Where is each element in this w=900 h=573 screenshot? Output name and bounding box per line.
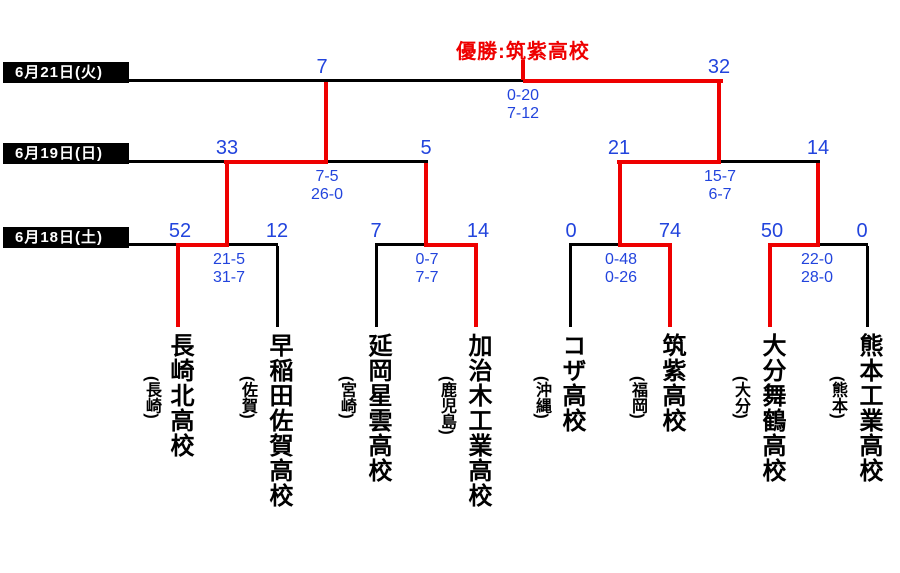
final-line-left-black — [129, 79, 523, 82]
qf1-riser — [225, 160, 229, 247]
qf1-detail: 21-5 31-7 — [213, 251, 245, 287]
sf2-detail: 15-7 6-7 — [704, 168, 736, 204]
final-line-winner-red — [523, 79, 723, 83]
connector-kajikikogyo — [474, 243, 478, 327]
qf3-right-score: 74 — [658, 220, 682, 242]
qf3-winner-segment — [618, 243, 672, 247]
team-name-chikushi: 筑紫高校 — [658, 333, 685, 433]
team-name-nobeokaseiun: 延岡星雲高校 — [364, 333, 391, 483]
connector-koza — [569, 246, 572, 327]
date-label-final: 6月21日(火) — [3, 62, 129, 83]
qf4-left-score: 50 — [760, 220, 784, 242]
qf3-loser-segment — [569, 243, 618, 246]
qf-leader-line — [129, 243, 176, 246]
qf3-left-score: 0 — [565, 220, 577, 242]
connector-wasedasaga — [276, 246, 279, 327]
sf2-detail-line2: 6-7 — [708, 186, 732, 203]
team-pref-kumamotokogyo: (熊本) — [829, 376, 846, 419]
qf4-detail-line2: 28-0 — [800, 269, 834, 286]
qf1-left-score: 52 — [168, 220, 192, 242]
team-pref-nobeokaseiun: (宮崎) — [338, 376, 355, 419]
qf2-right-score: 14 — [466, 220, 490, 242]
final-detail-line2: 7-12 — [506, 105, 540, 122]
team-pref-oitamaizuru: (大分) — [732, 376, 749, 419]
sf2-left-score: 21 — [607, 137, 631, 159]
qf4-detail: 22-0 28-0 — [801, 251, 833, 287]
team-name-koza: コザ高校 — [558, 333, 585, 433]
qf4-winner-segment — [768, 243, 820, 247]
qf4-riser — [816, 163, 820, 247]
final-right-score: 32 — [707, 56, 731, 78]
qf3-detail-line2: 0-26 — [604, 269, 638, 286]
sf1-right-score: 5 — [420, 137, 432, 159]
qf4-detail-line1: 22-0 — [800, 251, 834, 268]
sf1-left-score: 33 — [215, 137, 239, 159]
connector-nagasakikita — [176, 243, 180, 327]
connector-oitamaizuru — [768, 243, 772, 327]
sf1-riser — [324, 82, 328, 164]
connector-kumamotokogyo — [866, 246, 869, 327]
qf1-detail-line1: 21-5 — [212, 251, 246, 268]
final-detail-line1: 0-20 — [506, 87, 540, 104]
team-pref-koza: (沖縄) — [533, 376, 550, 419]
connector-chikushi — [668, 243, 672, 327]
date-label-semifinal: 6月19日(日) — [3, 143, 129, 164]
qf1-right-score: 12 — [265, 220, 289, 242]
qf3-detail-line1: 0-48 — [604, 251, 638, 268]
sf2-riser — [717, 79, 721, 164]
qf2-detail: 0-7 7-7 — [415, 251, 438, 287]
sf2-loser-segment — [721, 160, 820, 163]
qf1-detail-line2: 31-7 — [212, 269, 246, 286]
sf2-right-score: 14 — [806, 137, 830, 159]
qf4-right-score: 0 — [856, 220, 868, 242]
team-name-oitamaizuru: 大分舞鶴高校 — [758, 333, 785, 483]
sf1-detail: 7-5 26-0 — [311, 168, 343, 204]
qf2-riser — [424, 163, 428, 247]
sf1-winner-segment — [224, 160, 328, 164]
connector-nobeokaseiun — [375, 246, 378, 327]
team-pref-kajikikogyo: (鹿児島) — [438, 376, 455, 435]
qf2-detail-line1: 0-7 — [415, 251, 439, 268]
team-pref-wasedasaga: (佐賀) — [239, 376, 256, 419]
sf1-detail-line1: 7-5 — [315, 168, 339, 185]
sf2-detail-line1: 15-7 — [703, 168, 737, 185]
team-name-wasedasaga: 早稲田佐賀高校 — [265, 333, 292, 508]
team-name-nagasakikita: 長崎北高校 — [166, 333, 193, 458]
team-name-kajikikogyo: 加治木工業高校 — [464, 333, 491, 508]
qf2-detail-line2: 7-7 — [415, 269, 439, 286]
final-left-score: 7 — [316, 56, 328, 78]
team-pref-chikushi: (福岡) — [629, 376, 646, 419]
qf1-loser-segment — [229, 243, 278, 246]
sf1-detail-line2: 26-0 — [310, 186, 344, 203]
qf3-detail: 0-48 0-26 — [605, 251, 637, 287]
qf2-winner-segment — [424, 243, 478, 247]
qf1-winner-segment — [176, 243, 229, 247]
champion-label: 優勝:筑紫高校 — [456, 41, 590, 63]
qf2-left-score: 7 — [370, 220, 382, 242]
team-name-kumamotokogyo: 熊本工業高校 — [855, 333, 882, 483]
sf1-loser-segment — [328, 160, 428, 163]
qf3-riser — [618, 160, 622, 247]
team-pref-nagasakikita: (長崎) — [143, 376, 160, 419]
qf4-loser-segment — [820, 243, 868, 246]
final-detail: 0-20 7-12 — [507, 87, 539, 123]
sf-leader-line — [129, 160, 225, 163]
qf2-loser-segment — [375, 243, 424, 246]
sf2-winner-segment — [617, 160, 721, 164]
date-label-quarterfinal: 6月18日(土) — [3, 227, 129, 248]
champion-tick — [521, 60, 525, 80]
